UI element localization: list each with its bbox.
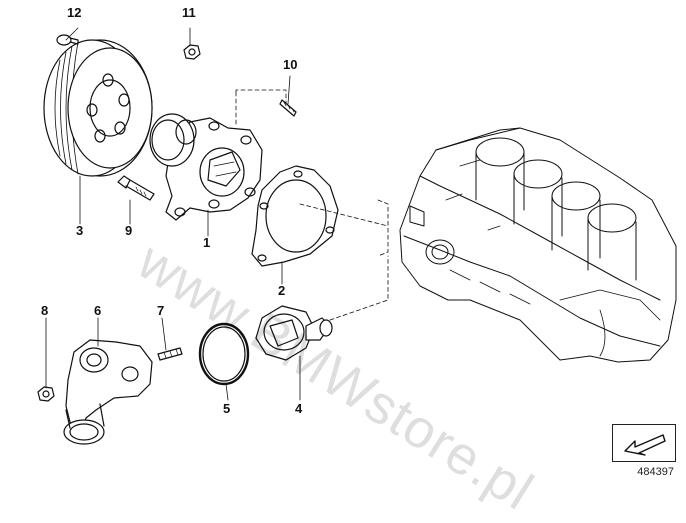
callout-5: 5 [223,401,231,416]
short-stud-part [157,347,183,361]
callout-11: 11 [182,5,196,20]
coolant-housing-part [63,339,153,445]
navigation-arrow-button[interactable] [612,424,676,462]
assembly-leader-lines [235,89,389,321]
water-pump-part [149,113,263,221]
o-ring-part [198,322,250,386]
callout-3: 3 [76,223,84,238]
callout-9: 9 [125,223,133,238]
pulley-part [43,39,153,177]
long-bolt-part [117,175,155,201]
small-nut-part [37,386,55,402]
thermostat-part [255,305,333,361]
callout-leader-lines [45,27,301,401]
callout-10: 10 [283,57,298,72]
callout-4: 4 [295,401,303,416]
engine-block-part [399,127,677,363]
callout-7: 7 [157,303,165,318]
callout-2: 2 [278,283,286,298]
callout-1: 1 [203,235,211,250]
diagram-id: 484397 [637,466,674,478]
gasket-part [251,165,339,267]
nut-part [183,44,201,60]
parts-diagram [37,27,677,445]
bolt-part [56,34,79,46]
arrow-down-left-icon [624,434,666,456]
callout-6: 6 [94,303,102,318]
callout-8: 8 [41,303,49,318]
stud-part [279,99,297,117]
callout-12: 12 [67,5,82,20]
